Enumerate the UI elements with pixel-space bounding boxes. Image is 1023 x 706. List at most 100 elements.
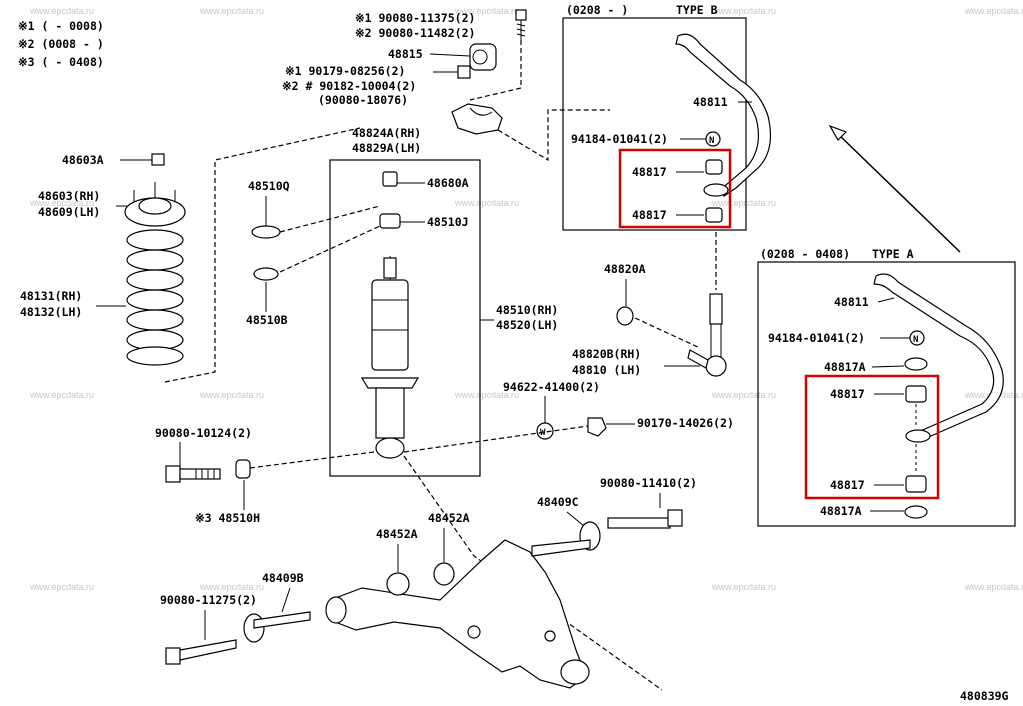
bolt-90080-11275 — [165, 639, 237, 665]
label-48510q: 48510Q — [248, 179, 290, 193]
label-90080-10124: 90080-10124(2) — [155, 426, 252, 440]
label-48815: 48815 — [388, 47, 423, 61]
bushing-48452a-2 — [433, 562, 455, 586]
washer-48510b — [253, 267, 279, 281]
watermark: www.epcdata.ru — [29, 582, 94, 592]
bushing-48820a — [616, 306, 634, 326]
watermark: www.epcdata.ru — [454, 390, 519, 400]
shock-absorber-box — [329, 159, 481, 477]
shock-absorber — [360, 171, 420, 459]
nut-48603a — [151, 153, 165, 166]
bolt-90080-10124 — [165, 465, 221, 483]
label-94622-41400: 94622-41400(2) — [503, 380, 600, 394]
note-1: ※1 ( - 0008) — [18, 19, 104, 33]
bushing-48452a-1 — [386, 572, 410, 596]
type-a-nut-label: 94184-01041(2) — [768, 331, 865, 345]
type-a-nut-n-mark — [909, 330, 925, 346]
label-48820a: 48820A — [604, 262, 646, 276]
type-b-cushion-lower-label: 48817 — [632, 208, 667, 222]
type-a-n-symbol: N — [913, 335, 918, 345]
type-a-cushion-lower-label: 48817 — [830, 478, 865, 492]
watermark: www.epcdata.ru — [964, 6, 1023, 16]
label-90080-11375: ※1 90080-11375(2) — [355, 11, 475, 25]
watermark: www.epcdata.ru — [964, 582, 1023, 592]
type-b-date: (0208 - ) — [566, 3, 628, 17]
washer-48510q — [251, 225, 281, 239]
diagram-id: 480839G — [960, 689, 1009, 703]
bracket-48824a — [451, 103, 503, 135]
cam-bolt-48409c — [531, 521, 601, 557]
watermark: www.epcdata.ru — [29, 390, 94, 400]
type-b-title: TYPE B — [676, 3, 718, 17]
label-48824a: 48824A(RH) — [352, 126, 421, 140]
strut-mount — [124, 182, 186, 227]
watermark: www.epcdata.ru — [454, 6, 519, 16]
type-a-retainer-upper-label: 48817A — [824, 360, 866, 374]
label-48603a: 48603A — [62, 153, 104, 167]
watermark: www.epcdata.ru — [711, 198, 776, 208]
label-48609: 48609(LH) — [38, 205, 100, 219]
label-90080-18076: (90080-18076) — [318, 93, 408, 107]
label-48510b: 48510B — [246, 313, 288, 327]
w-washer: W — [536, 422, 554, 440]
label-48829a: 48829A(LH) — [352, 141, 421, 155]
stabilizer-link — [687, 293, 727, 377]
type-a-panel: (0208 - 0408) TYPE A 48811 94184-01041(2… — [757, 247, 1016, 527]
label-90182-10004: ※2 # 90182-10004(2) — [282, 79, 416, 93]
type-b-highlight-box — [618, 148, 732, 229]
label-90080-11482: ※2 90080-11482(2) — [355, 26, 475, 40]
label-90080-11275: 90080-11275(2) — [160, 593, 257, 607]
type-a-cushion-upper-label: 48817 — [830, 387, 865, 401]
label-90080-11410: 90080-11410(2) — [600, 476, 697, 490]
label-48810: 48810 (LH) — [572, 363, 641, 377]
watermark: www.epcdata.ru — [29, 198, 94, 208]
type-b-nut-n-mark — [705, 131, 721, 147]
label-48409c: 48409C — [537, 495, 579, 509]
label-48510j: 48510J — [427, 215, 469, 229]
label-48409b: 48409B — [262, 571, 304, 585]
coil-spring — [126, 229, 184, 366]
label-48510: 48510(RH) — [496, 303, 558, 317]
type-b-stabilizer-label: 48811 — [693, 95, 728, 109]
lower-control-arm — [325, 539, 590, 689]
label-48131: 48131(RH) — [20, 289, 82, 303]
nut-90170 — [587, 417, 607, 437]
watermark: www.epcdata.ru — [199, 6, 264, 16]
watermark: www.epcdata.ru — [29, 6, 94, 16]
collar-48510h — [235, 459, 251, 479]
w-mark: W — [540, 428, 546, 438]
label-48510h: ※3 48510H — [195, 511, 260, 525]
watermark: www.epcdata.ru — [711, 582, 776, 592]
note-2: ※2 (0008 - ) — [18, 37, 104, 51]
type-a-retainer-lower-label: 48817A — [820, 504, 862, 518]
type-a-title: TYPE A — [872, 247, 914, 261]
bolt-part — [515, 9, 527, 40]
label-90170-14026: 90170-14026(2) — [637, 416, 734, 430]
type-b-nut-label: 94184-01041(2) — [571, 132, 668, 146]
direction-arrow — [828, 124, 961, 253]
nut-90179 — [457, 65, 471, 79]
bolt-90080-11410 — [607, 509, 683, 529]
type-b-n-symbol: N — [709, 136, 714, 146]
cam-bolt-48409b — [243, 611, 311, 643]
label-48520: 48520(LH) — [496, 318, 558, 332]
type-b-cushion-upper-label: 48817 — [632, 165, 667, 179]
watermark: www.epcdata.ru — [711, 390, 776, 400]
label-48452a-2: 48452A — [428, 511, 470, 525]
label-90179-08256: ※1 90179-08256(2) — [285, 64, 405, 78]
type-b-panel: (0208 - ) TYPE B 48811 94184-01041(2) N … — [562, 3, 771, 231]
label-48452a-1: 48452A — [376, 527, 418, 541]
label-48680a: 48680A — [427, 176, 469, 190]
label-48820b: 48820B(RH) — [572, 347, 641, 361]
label-48603: 48603(RH) — [38, 189, 100, 203]
watermark: www.epcdata.ru — [454, 198, 519, 208]
label-48132: 48132(LH) — [20, 305, 82, 319]
type-a-stabilizer-label: 48811 — [834, 295, 869, 309]
note-3: ※3 ( - 0408) — [18, 55, 104, 69]
watermark: www.epcdata.ru — [199, 390, 264, 400]
watermark: www.epcdata.ru — [199, 582, 264, 592]
type-a-highlight-box — [804, 374, 940, 500]
watermark: www.epcdata.ru — [711, 6, 776, 16]
type-a-date: (0208 - 0408) — [760, 247, 850, 261]
